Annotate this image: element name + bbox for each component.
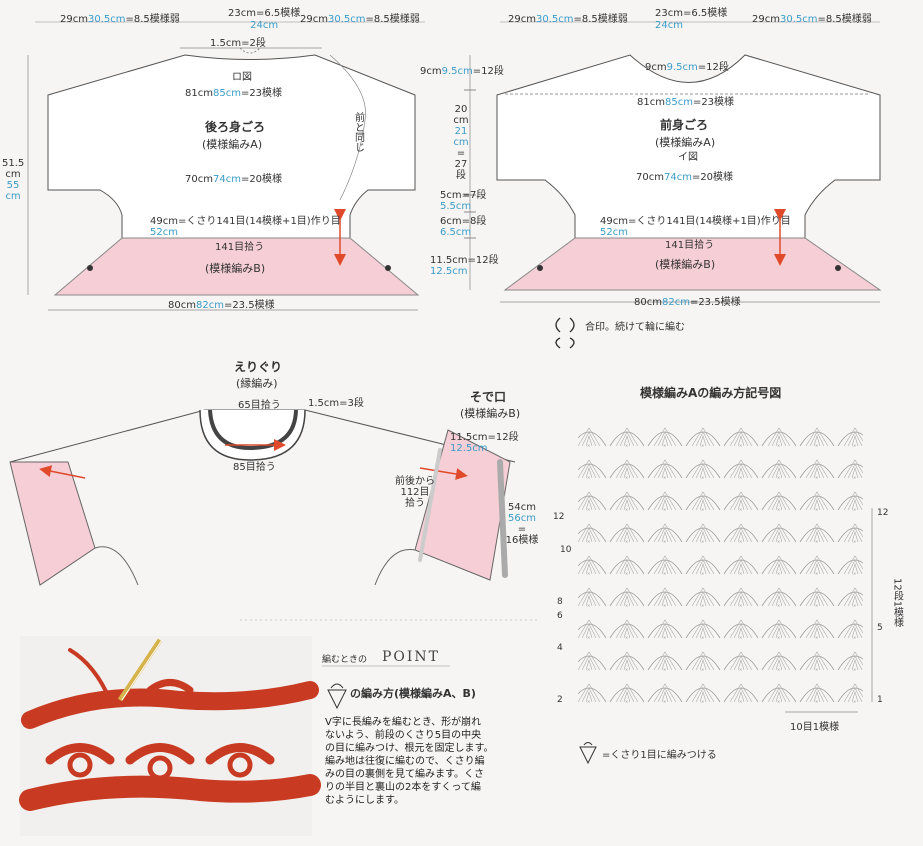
point-title: POINT xyxy=(382,649,441,665)
chart-repeat: 10目1模様 xyxy=(790,722,840,733)
back-pattern-a: (模様編みA) xyxy=(202,138,263,151)
same-as-front: 前と同じ xyxy=(352,112,364,152)
crochet-photo xyxy=(19,648,321,811)
neckband-rows: 1.5cm=3段 xyxy=(308,398,364,409)
join-note: 合印。続けて輪に編む xyxy=(585,322,685,333)
front-width-70: 70cm74cm=20模様 xyxy=(636,172,734,183)
cuff-pick: 前後から 112目 拾う xyxy=(395,476,435,509)
mid-dim-1: 9cm9.5cm=12段 xyxy=(420,66,504,77)
chart-title: 模様編みAの編み方記号図 xyxy=(640,386,782,400)
stitch-chart xyxy=(578,418,863,703)
front-neck-dim: 9cm9.5cm=12段 xyxy=(645,62,729,73)
row-label-right-1: 1 xyxy=(877,695,883,705)
point-pre: 編むときの xyxy=(322,655,368,665)
neckband-pick85: 85目拾う xyxy=(233,462,276,473)
back-top-left-dim: 29cm30.5cm=8.5模様弱 xyxy=(60,14,180,25)
mid-dim-2: 20 cm 21 cm = 27 段 xyxy=(453,104,469,181)
back-pattern-b: (模様編みB) xyxy=(205,262,266,275)
neckband-sub: (縁編み) xyxy=(236,377,278,390)
row-label-2: 2 xyxy=(557,695,563,705)
back-bottom-dim: 80cm82cm=23.5模様 xyxy=(168,300,275,311)
point-heading: の編み方(模様編みA、B) xyxy=(350,687,476,700)
cuff-sub: (模様編みB) xyxy=(460,407,521,420)
front-top-right-dim: 29cm30.5cm=8.5模様弱 xyxy=(752,14,872,25)
row-label-right-5: 5 xyxy=(877,623,883,633)
neckband-title: えりぐり xyxy=(234,360,283,374)
chart-side-label: 12段1模様 xyxy=(891,578,903,628)
row-label-10: 10 xyxy=(560,545,572,555)
back-neck-rows: 1.5cm=2段 xyxy=(210,38,266,49)
point-body: V字に長編みを編むとき、形が崩れ ないよう、前段のくさり5目の中央 の目に編みつ… xyxy=(325,717,494,806)
front-body-shape xyxy=(496,54,882,291)
back-body-shape xyxy=(47,54,420,296)
row-label-6: 6 xyxy=(557,611,563,621)
neckband-pick65: 65目拾う xyxy=(238,400,281,411)
back-top-right-dim: 29cm30.5cm=8.5模様弱 xyxy=(300,14,420,25)
back-height-dim: 51.5 cm 55 cm xyxy=(2,158,25,202)
front-pattern-a: (模様編みA) xyxy=(655,136,716,149)
i-label: イ図 xyxy=(678,152,698,163)
ro-label: ロ図 xyxy=(232,72,252,83)
chart-legend: =くさり1目に編みつける xyxy=(602,750,717,761)
front-top-left-dim: 29cm30.5cm=8.5模様弱 xyxy=(508,14,628,25)
front-pattern-b: (模様編みB) xyxy=(655,258,716,271)
row-label-8: 8 xyxy=(557,597,563,607)
back-pickup: 141目拾う xyxy=(215,242,265,253)
front-width-81: 81cm85cm=23模様 xyxy=(637,97,735,108)
row-label-12: 12 xyxy=(553,512,565,522)
back-body-title: 後ろ身ごろ xyxy=(205,120,266,134)
front-pickup: 141目拾う xyxy=(665,240,715,251)
row-label-4: 4 xyxy=(557,643,563,653)
front-body-title: 前身ごろ xyxy=(660,118,709,132)
front-bottom-dim: 80cm82cm=23.5模様 xyxy=(634,297,741,308)
cuff-length: 54cm 56cm = 16模様 xyxy=(505,502,539,546)
cuff-title: そで口 xyxy=(470,390,507,404)
back-width-81: 81cm85cm=23模様 xyxy=(185,88,283,99)
row-label-right-12: 12 xyxy=(877,508,889,518)
back-width-70: 70cm74cm=20模様 xyxy=(185,174,283,185)
